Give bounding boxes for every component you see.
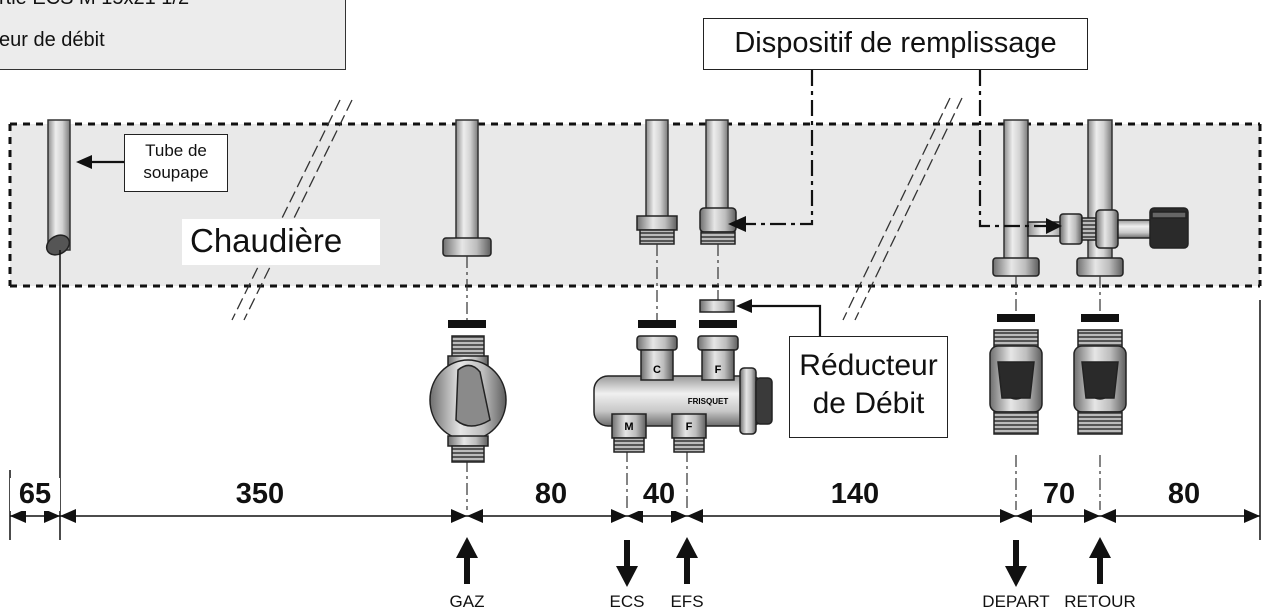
safety-tube-callout: Tube de soupape: [124, 134, 228, 192]
pipe-nuts: [442, 207, 1124, 277]
gaskets: [448, 314, 1119, 328]
ball-valve-depart: [989, 329, 1043, 435]
valve-letter-f2: F: [686, 421, 693, 433]
boiler-label: Chaudière: [182, 219, 380, 265]
axis-lines: [466, 244, 1101, 510]
leader-lines: [88, 70, 1054, 336]
info-line-1: rtie ECS M 15x21 1/2: [0, 0, 189, 10]
dimension-arrowheads: [10, 509, 1260, 523]
connection-label-ecs: ECS: [609, 592, 645, 611]
dimension-label: 65: [10, 478, 60, 511]
flow-reducer-callout: Réducteur de Débit: [789, 336, 948, 438]
dimension-label: 80: [525, 478, 577, 511]
dimension-label: 40: [634, 478, 684, 511]
break-marks: [231, 97, 963, 321]
ball-valve-retour: [1073, 329, 1127, 435]
dimension-label: 80: [1158, 478, 1210, 511]
connection-label-efs: EFS: [670, 592, 704, 611]
reducer-label-line2: de Débit: [812, 387, 925, 420]
info-line-2: eur de débit: [0, 29, 105, 51]
filling-device-callout: Dispositif de remplissage: [703, 18, 1088, 70]
flow-reducer-disc: [699, 299, 735, 313]
valve-letter-f: F: [715, 364, 722, 376]
dimension-label: 70: [1034, 478, 1084, 511]
gas-valve: [429, 335, 507, 463]
connection-label-retour: RETOUR: [1064, 592, 1136, 611]
mixing-valve: [593, 335, 773, 453]
info-box: rtie ECS M 15x21 1/2 eur de débit: [0, 0, 346, 70]
valve-letter-m: M: [624, 421, 633, 433]
tube-label-line2: soupape: [143, 163, 209, 182]
filling-device: [1027, 207, 1189, 249]
dimension-label: 140: [817, 478, 893, 511]
reducer-label-line1: Réducteur: [799, 349, 938, 382]
safety-tube: [45, 119, 71, 256]
valve-letter-c: C: [653, 364, 661, 376]
valve-brand: FRISQUET: [688, 397, 729, 406]
dimension-label: 350: [222, 478, 298, 511]
connection-label-depart: DEPART: [982, 592, 1050, 611]
leader-arrowheads: [76, 155, 1062, 313]
tube-label-line1: Tube de: [145, 141, 207, 160]
flow-arrows: [456, 537, 1111, 587]
connection-label-gaz: GAZ: [449, 592, 485, 611]
